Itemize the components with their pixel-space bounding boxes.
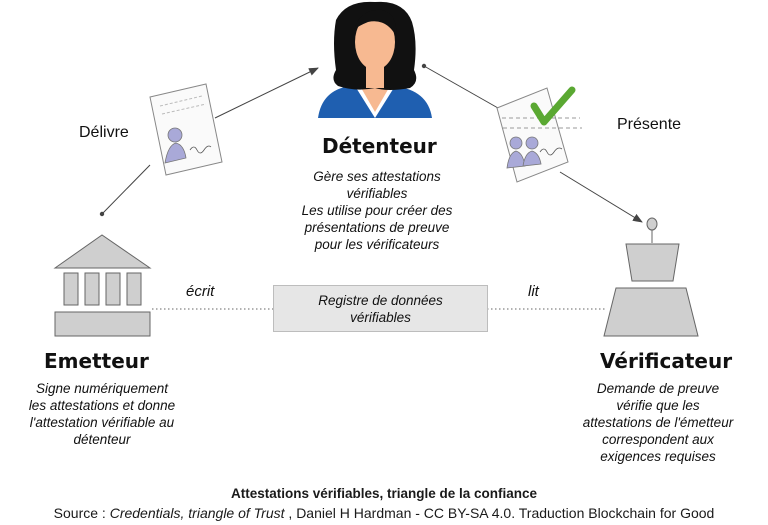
- registry-label-line: Registre de données: [318, 292, 443, 308]
- holder-desc-line: pour les vérificateurs: [314, 237, 440, 252]
- holder-avatar-icon: [318, 1, 432, 118]
- issued-credential-icon: [149, 83, 223, 176]
- issuer-desc-line: les attestations et donne: [28, 398, 176, 413]
- presented-credential-icon: [496, 86, 582, 183]
- issuer-desc-line: détenteur: [73, 432, 131, 447]
- holder-desc-line: Les utilise pour créer des: [301, 203, 453, 218]
- caption-source-work: Credentials, triangle of Trust: [109, 505, 285, 521]
- caption-source: Source : Credentials, triangle of Trust …: [0, 505, 768, 521]
- verifier-desc-line: attestations de l'émetteur: [582, 415, 734, 430]
- write-label: écrit: [186, 283, 215, 300]
- caption-source-rest: , Daniel H Hardman - CC BY-SA 4.0. Tradu…: [284, 505, 715, 521]
- issuer-title: Emetteur: [44, 349, 149, 373]
- verifier-title: Vérificateur: [600, 349, 733, 373]
- verifier-device-icon: [603, 217, 699, 337]
- issue-arrow: [99, 67, 319, 217]
- caption-title: Attestations vérifiables, triangle de la…: [230, 486, 538, 501]
- verifiable-data-registry: Registre de données vérifiables: [273, 285, 488, 332]
- holder-description: Gère ses attestations vérifiables Les ut…: [270, 168, 484, 253]
- holder-desc-line: présentations de preuve: [304, 220, 450, 235]
- holder-desc-line: vérifiables: [346, 186, 408, 201]
- holder-desc-line: Gère ses attestations: [313, 169, 441, 184]
- issuer-desc-line: Signe numériquement: [35, 381, 169, 396]
- issuer-building-icon: [53, 234, 152, 337]
- present-label: Présente: [617, 116, 682, 133]
- issue-label: Délivre: [79, 124, 129, 141]
- verifier-desc-line: vérifie que les: [616, 398, 700, 413]
- issuer-desc-line: l'attestation vérifiable au: [29, 415, 175, 430]
- caption-source-prefix: Source :: [53, 505, 110, 521]
- holder-title: Détenteur: [322, 134, 437, 158]
- verifier-desc-line: Demande de preuve: [596, 381, 720, 396]
- registry-label-line: vérifiables: [350, 309, 411, 325]
- read-label: lit: [528, 283, 539, 300]
- present-arrow: [421, 63, 643, 223]
- issuer-description: Signe numériquement les attestations et …: [10, 380, 194, 448]
- verifier-description: Demande de preuve vérifie que les attest…: [568, 380, 748, 465]
- verifier-desc-line: exigences requises: [600, 449, 716, 464]
- verifier-desc-line: correspondent aux: [602, 432, 714, 447]
